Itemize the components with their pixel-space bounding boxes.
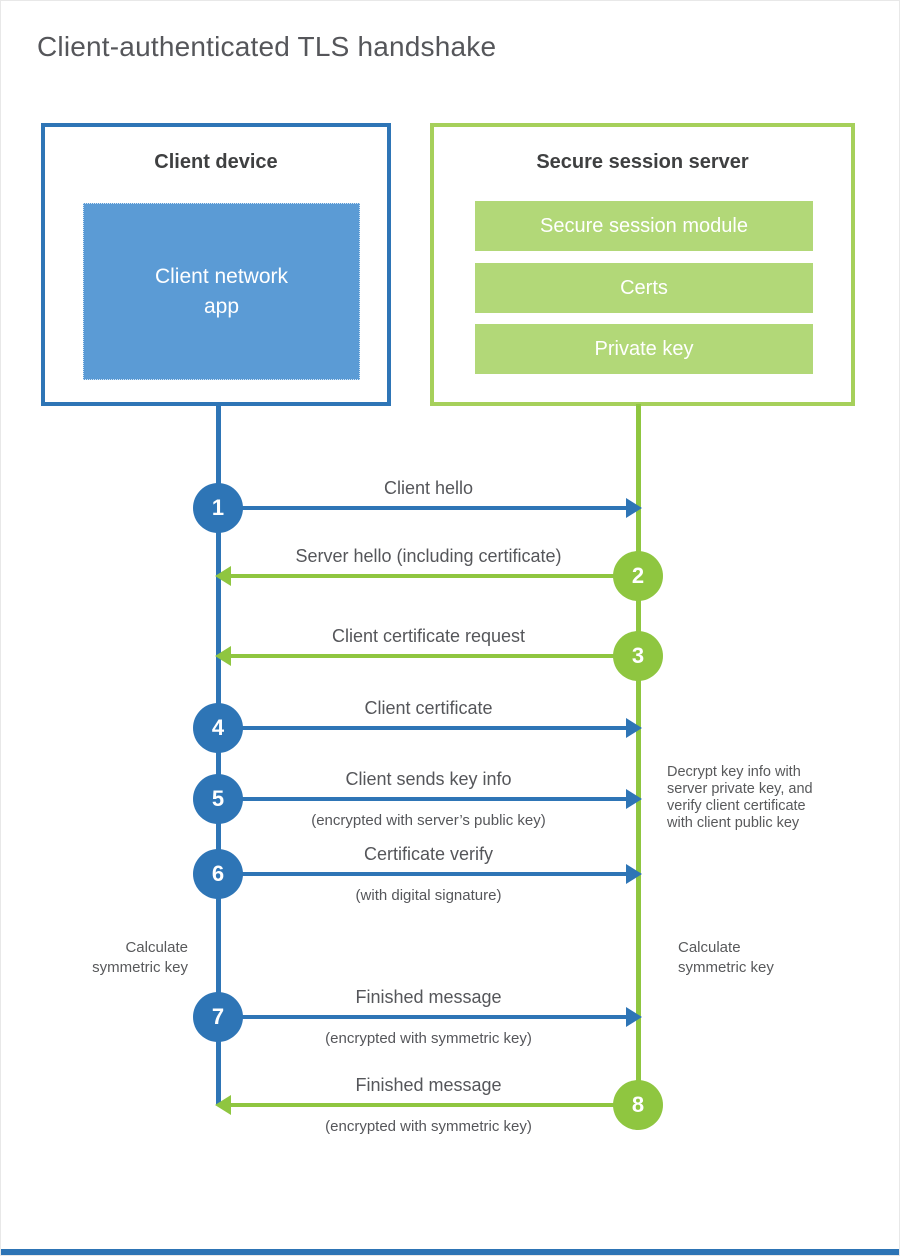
step-label: Finished message: [355, 1075, 502, 1095]
step-label: Client certificate request: [331, 626, 526, 646]
arrowhead-left-icon: [215, 1095, 231, 1115]
arrow-line: [218, 654, 639, 658]
step-sublabel: (encrypted with symmetric key): [325, 1030, 532, 1047]
step-label: Client sends key info: [345, 769, 512, 789]
client-network-app-box: Client network app: [83, 203, 360, 380]
step-number-badge: 8: [613, 1080, 663, 1130]
page-title: Client-authenticated TLS handshake: [37, 31, 497, 62]
client-lifeline: [216, 404, 221, 1105]
arrowhead-right-icon: [626, 789, 642, 809]
decrypt-key-note: Decrypt key info with server private key…: [667, 764, 813, 832]
server-module-label: Certs: [620, 276, 668, 299]
client-network-app-label: Client network app: [154, 265, 289, 318]
arrowhead-right-icon: [626, 864, 642, 884]
arrow-line: [218, 1015, 639, 1019]
server-module-private-key: Private key: [475, 324, 813, 374]
server-lifeline: [636, 404, 641, 1105]
step-label: Certificate verify: [363, 844, 494, 864]
arrowhead-right-icon: [626, 1007, 642, 1027]
secure-session-server-box: Secure session server Secure session mod…: [430, 123, 855, 406]
client-device-title: Client device: [154, 151, 278, 173]
step-number-badge: 5: [193, 774, 243, 824]
server-module-label: Private key: [594, 337, 694, 360]
step-number-badge: 7: [193, 992, 243, 1042]
step-number-badge: 1: [193, 483, 243, 533]
server-module-label: Secure session module: [540, 214, 748, 237]
step-sublabel: (encrypted with symmetric key): [325, 1118, 532, 1135]
step-label: Client certificate: [364, 698, 493, 718]
arrow-line: [218, 726, 639, 730]
step-number-badge: 2: [613, 551, 663, 601]
calculate-symmetric-key-note-server: Calculate symmetric key: [678, 939, 774, 976]
arrow-line: [218, 1103, 639, 1107]
step-number-badge: 6: [193, 849, 243, 899]
step-label: Server hello (including certificate): [295, 546, 562, 566]
step-number-badge: 3: [613, 631, 663, 681]
step-sublabel: (encrypted with server’s public key): [311, 812, 546, 829]
arrow-line: [218, 872, 639, 876]
arrow-line: [218, 506, 639, 510]
step-sublabel: (with digital signature): [355, 887, 502, 904]
step-number-badge: 4: [193, 703, 243, 753]
arrow-line: [218, 574, 639, 578]
bottom-blue-strip: [1, 1249, 899, 1255]
arrow-line: [218, 797, 639, 801]
step-label: Finished message: [355, 987, 502, 1007]
arrowhead-right-icon: [626, 718, 642, 738]
secure-session-server-title: Secure session server: [536, 151, 749, 173]
server-module-certs: Certs: [475, 263, 813, 313]
arrowhead-left-icon: [215, 646, 231, 666]
arrowhead-left-icon: [215, 566, 231, 586]
client-device-box: Client device Client network app: [41, 123, 391, 406]
calculate-symmetric-key-note-client: Calculate symmetric key: [92, 939, 188, 976]
arrowhead-right-icon: [626, 498, 642, 518]
step-label: Client hello: [383, 478, 474, 498]
server-module-secure-session-module: Secure session module: [475, 201, 813, 251]
